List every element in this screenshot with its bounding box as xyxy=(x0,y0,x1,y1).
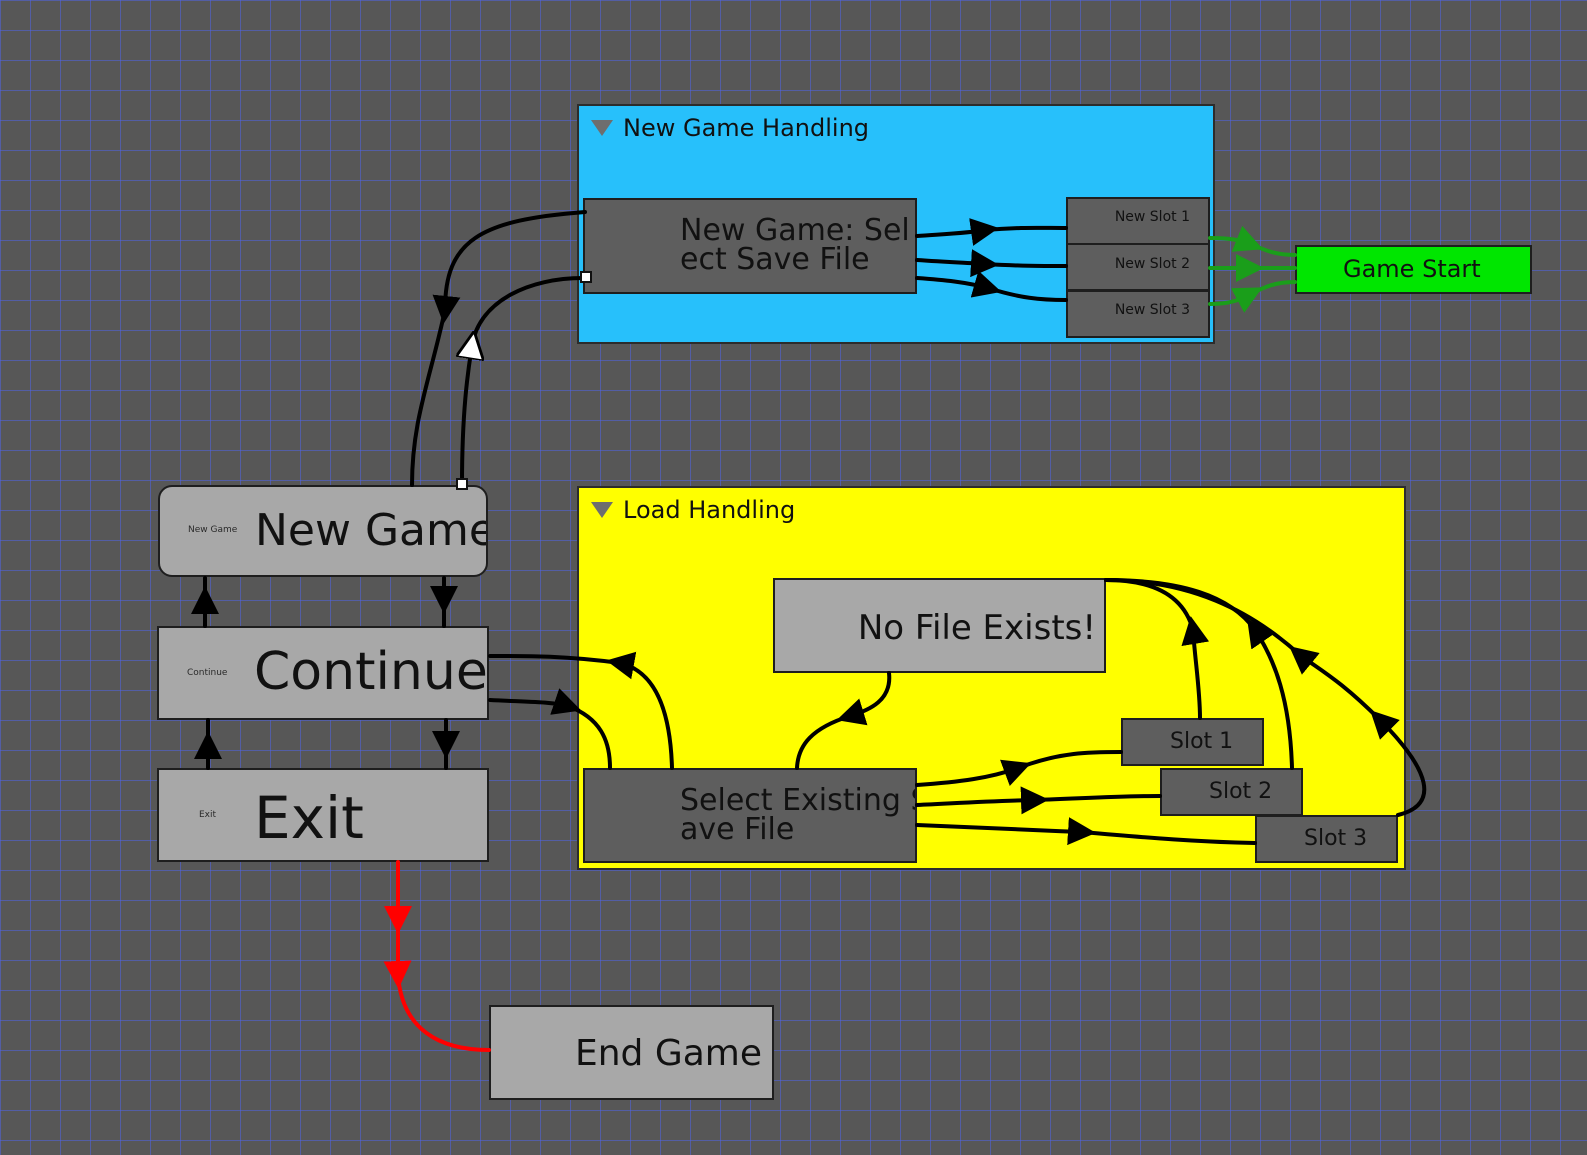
node-label: New Slot 2 xyxy=(1114,256,1190,272)
node-label: Slot 1 xyxy=(1170,729,1234,754)
node-port-label: Exit xyxy=(199,810,217,820)
collapse-triangle-icon[interactable] xyxy=(591,120,613,136)
node-continue[interactable]: Continue Continue xyxy=(157,626,489,720)
node-label: No File Exists! xyxy=(857,608,1096,648)
group-title: Load Handling xyxy=(623,496,796,524)
node-game-start[interactable]: Game Start xyxy=(1295,245,1532,294)
node-label: End Game xyxy=(574,1033,762,1074)
node-slot-3[interactable]: Slot 3 xyxy=(1255,815,1398,863)
node-port-label: Continue xyxy=(187,668,228,678)
group-title: New Game Handling xyxy=(623,114,870,142)
node-label-line-2: ect Save File xyxy=(680,242,870,277)
node-label: New Slot 1 xyxy=(1114,209,1190,225)
node-new-game-select-save[interactable]: New Game: Sel ect Save File xyxy=(583,198,917,294)
node-label: Slot 3 xyxy=(1304,826,1368,851)
node-new-slot-3[interactable]: New Slot 3 xyxy=(1066,290,1210,338)
node-label: Game Start xyxy=(1343,255,1481,283)
node-slot-2[interactable]: Slot 2 xyxy=(1160,768,1303,816)
node-label: New Game xyxy=(255,505,488,556)
collapse-triangle-icon[interactable] xyxy=(591,502,613,518)
port-new-game-out[interactable] xyxy=(456,478,468,490)
node-slot-1[interactable]: Slot 1 xyxy=(1121,718,1264,766)
node-no-file-exists[interactable]: No File Exists! xyxy=(773,578,1106,673)
node-new-slot-1[interactable]: New Slot 1 xyxy=(1066,197,1210,245)
port-new-game-select-in[interactable] xyxy=(580,271,592,283)
node-label: Continue xyxy=(254,642,488,702)
node-label-line-2: ave File xyxy=(680,812,795,847)
node-port-label: New Game xyxy=(188,525,238,535)
node-end-game[interactable]: End Game xyxy=(489,1005,774,1100)
node-label: Exit xyxy=(254,784,364,852)
group-header[interactable]: New Game Handling xyxy=(591,114,869,142)
node-exit[interactable]: Exit Exit xyxy=(157,768,489,862)
node-label: New Slot 3 xyxy=(1114,302,1190,318)
node-label-line-1: Select Existing S xyxy=(680,783,917,818)
node-select-existing-save[interactable]: Select Existing S ave File xyxy=(583,768,917,863)
node-new-game[interactable]: New Game New Game xyxy=(158,485,488,577)
group-header[interactable]: Load Handling xyxy=(591,496,795,524)
node-label: Slot 2 xyxy=(1209,779,1273,804)
node-new-slot-2[interactable]: New Slot 2 xyxy=(1066,243,1210,291)
node-label-line-1: New Game: Sel xyxy=(680,213,910,248)
